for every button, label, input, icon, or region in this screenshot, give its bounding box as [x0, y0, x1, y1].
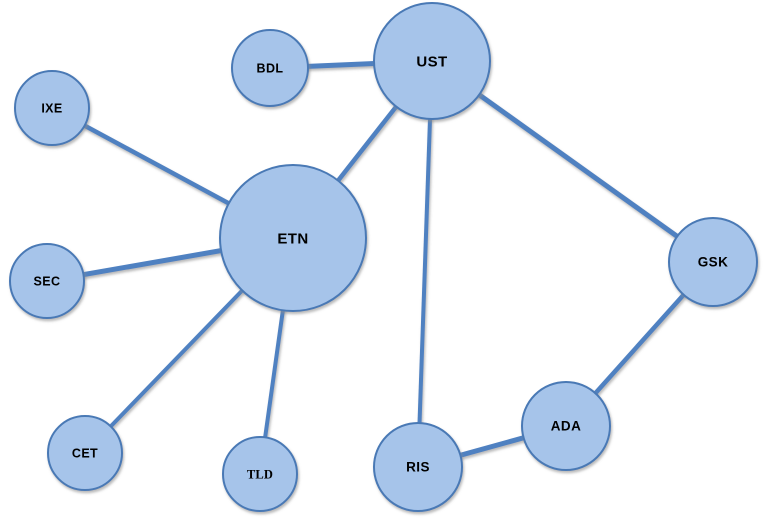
edge-layer: [46, 58, 715, 475]
node-BDL-circle[interactable]: [231, 29, 309, 107]
node-ETN-label: ETN: [277, 230, 308, 247]
node-ADA-circle[interactable]: [521, 381, 611, 471]
node-CET-label: CET: [72, 446, 98, 460]
node-ADA-label: ADA: [551, 419, 581, 434]
node-layer: IXE BDL UST ETN SEC CET TLD RIS ADA GSK: [9, 2, 758, 512]
node-ETN[interactable]: ETN: [219, 164, 367, 312]
node-BDL-label: BDL: [257, 61, 284, 75]
node-SEC-label: SEC: [34, 274, 61, 288]
node-CET-circle[interactable]: [47, 415, 123, 491]
node-GSK[interactable]: GSK: [668, 217, 758, 307]
node-RIS-label: RIS: [406, 460, 430, 475]
node-ADA[interactable]: ADA: [521, 381, 611, 471]
node-IXE-label: IXE: [41, 101, 62, 115]
node-TLD-circle[interactable]: [222, 436, 298, 512]
node-CET[interactable]: CET: [47, 415, 123, 491]
node-IXE[interactable]: IXE: [14, 70, 90, 146]
node-GSK-circle[interactable]: [668, 217, 758, 307]
node-SEC[interactable]: SEC: [9, 243, 85, 319]
edge-UST-RIS: [416, 60, 434, 468]
node-UST[interactable]: UST: [373, 2, 491, 120]
node-BDL[interactable]: BDL: [231, 29, 309, 107]
node-ETN-circle[interactable]: [219, 164, 367, 312]
node-RIS[interactable]: RIS: [373, 422, 463, 512]
node-RIS-circle[interactable]: [373, 422, 463, 512]
node-UST-label: UST: [416, 53, 447, 70]
node-TLD-label: TLD: [247, 467, 273, 481]
node-SEC-circle[interactable]: [9, 243, 85, 319]
node-IXE-circle[interactable]: [14, 70, 90, 146]
node-UST-circle[interactable]: [373, 2, 491, 120]
node-GSK-label: GSK: [698, 255, 728, 270]
node-TLD[interactable]: TLD: [222, 436, 298, 512]
